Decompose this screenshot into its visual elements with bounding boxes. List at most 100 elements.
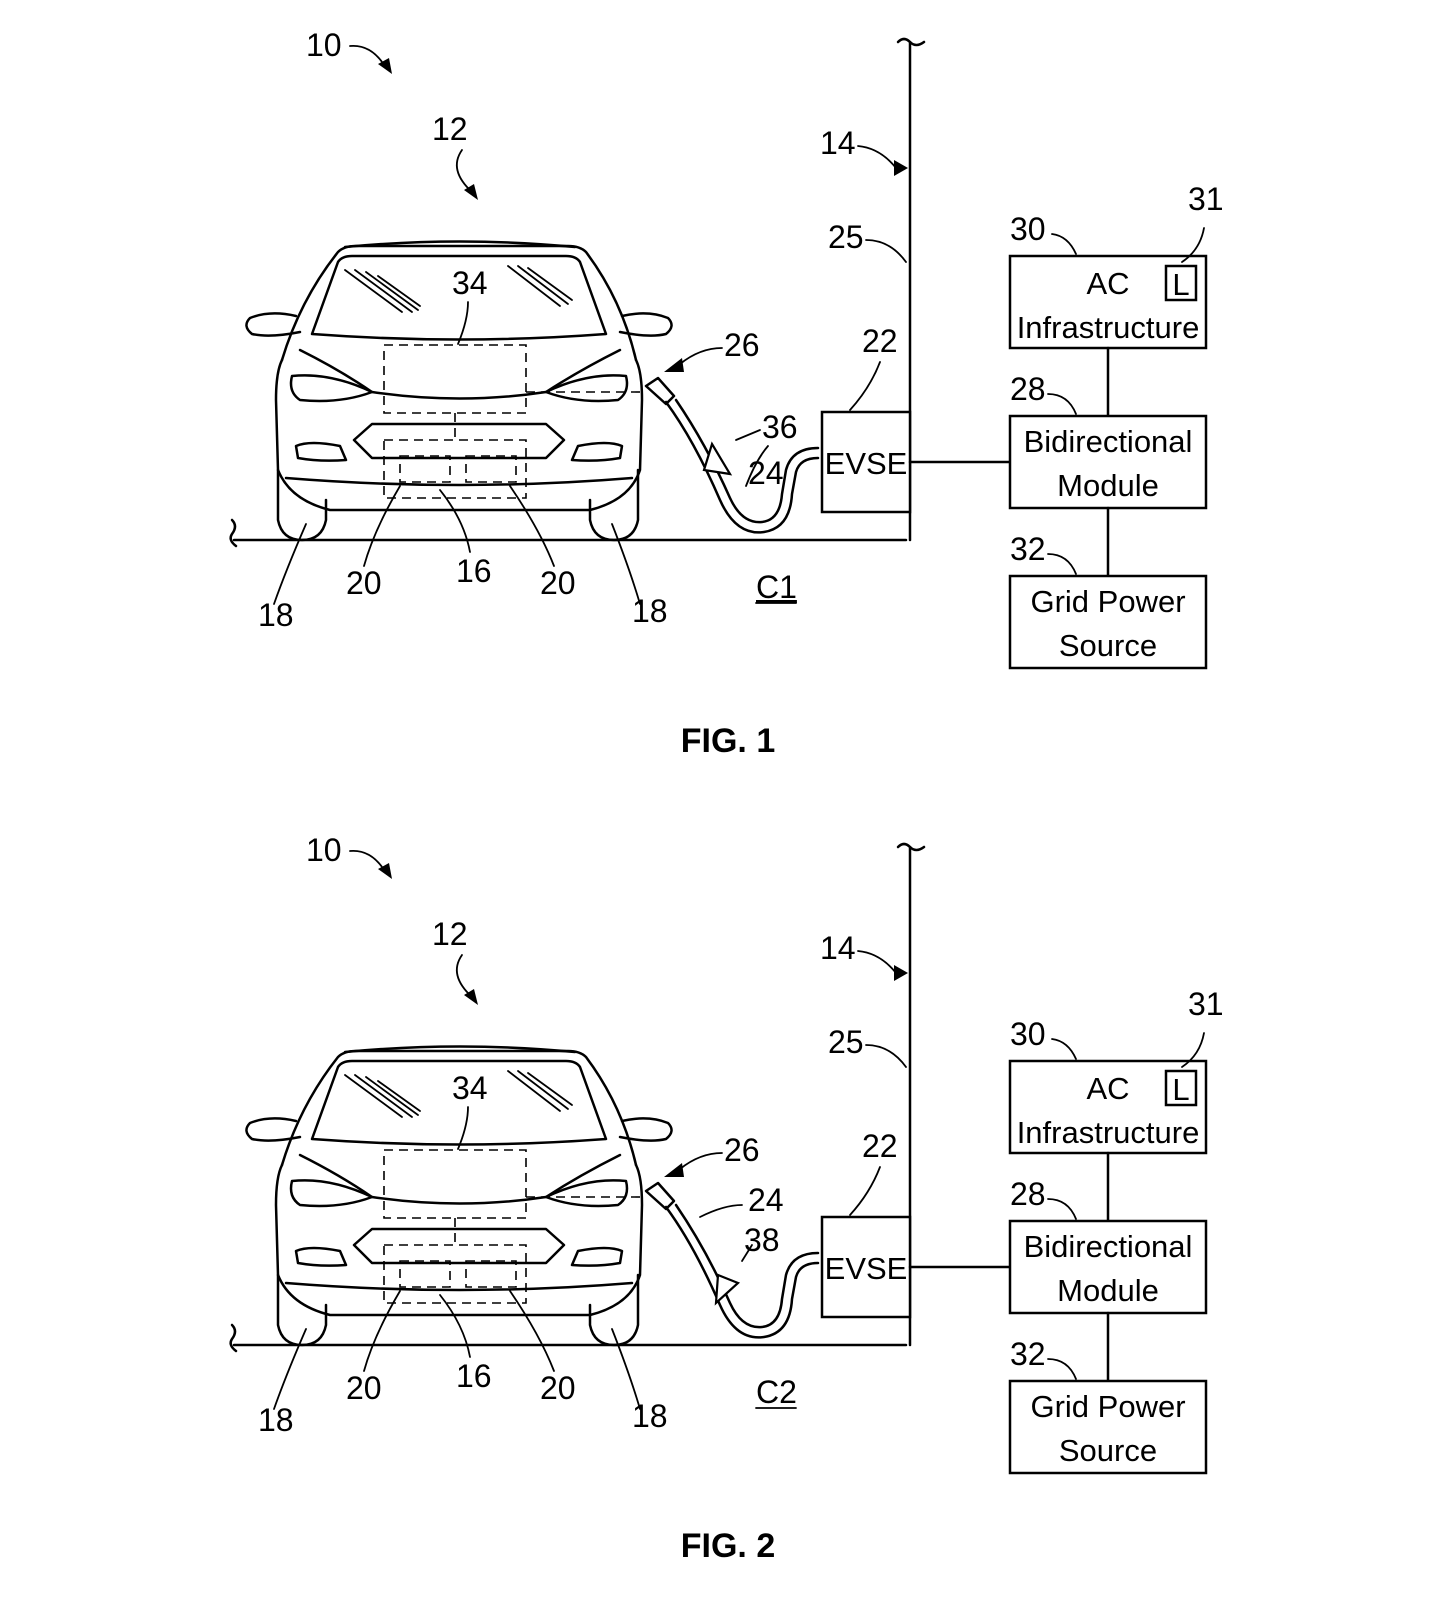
- bidir-label-line1: Bidirectional: [1024, 1229, 1193, 1264]
- wheel-right: [588, 468, 640, 542]
- vehicle-drawing: [229, 1045, 908, 1353]
- bidir-label-line2: Module: [1057, 468, 1159, 503]
- mirror-right: [618, 312, 673, 337]
- charge-cable: [664, 1205, 820, 1339]
- ref-line: 25: [828, 219, 864, 255]
- hood-line: [298, 348, 622, 400]
- foglight-left: [294, 441, 348, 462]
- ref-bidirectional: 28: [1010, 1176, 1046, 1212]
- flow-arrow: [714, 1273, 741, 1306]
- battery-cell-right: [465, 1260, 517, 1288]
- ref-grid: 14: [820, 125, 856, 161]
- ac-label-line2: Infrastructure: [1017, 1115, 1200, 1150]
- battery-pack-box: [383, 1244, 527, 1304]
- ref-flow: 38: [744, 1222, 780, 1258]
- ref-system: 10: [306, 832, 342, 868]
- grid-label-line1: Grid Power: [1030, 1389, 1185, 1424]
- grid-break-mark: [896, 37, 926, 47]
- load-box: [1164, 1069, 1198, 1107]
- mirror-left: [245, 1117, 302, 1142]
- windshield: [310, 254, 608, 341]
- ref-evse: 22: [862, 1128, 898, 1164]
- charge-cable-inner: [674, 1203, 820, 1329]
- ref-battery: 16: [456, 553, 492, 589]
- ref-battery: 16: [456, 1358, 492, 1394]
- evse-label: EVSE: [825, 1251, 908, 1286]
- load-label: L: [1172, 267, 1189, 302]
- figure-1: EVSE AC Infrastructure L Bidirectional M…: [229, 27, 1224, 760]
- ground-break-mark: [229, 518, 238, 548]
- vehicle-drawing: [229, 240, 908, 548]
- ref-line: 25: [828, 1024, 864, 1060]
- grid-label-line2: Source: [1059, 628, 1157, 663]
- windshield: [310, 1059, 608, 1146]
- grid-break-mark: [896, 842, 926, 852]
- circuit-label: C2: [756, 1374, 797, 1410]
- ref-controller: 34: [452, 1070, 488, 1106]
- battery-pack-box: [383, 439, 527, 499]
- ref-wheel-left: 18: [258, 597, 294, 633]
- figure-caption: FIG. 1: [681, 722, 775, 760]
- ref-port: 26: [724, 327, 760, 363]
- mirror-right: [618, 1117, 673, 1142]
- evse-box: [820, 1215, 912, 1319]
- ref-load: 31: [1188, 181, 1224, 217]
- ref-vehicle: 12: [432, 111, 468, 147]
- ref-port: 26: [724, 1132, 760, 1168]
- ground-break-mark: [229, 1323, 238, 1353]
- headlight-left: [289, 374, 374, 403]
- ref-vehicle: 12: [432, 916, 468, 952]
- hidden-components: [383, 344, 640, 499]
- ac-label-line2: Infrastructure: [1017, 310, 1200, 345]
- ref-ac: 30: [1010, 1016, 1046, 1052]
- roof-line: [343, 240, 577, 249]
- grid-power-source-box: [1008, 1379, 1208, 1475]
- ref-wheel-right: 18: [632, 593, 668, 629]
- wheel-right: [588, 1273, 640, 1347]
- headlight-right: [544, 374, 629, 403]
- foglight-right: [570, 1246, 624, 1267]
- ref-cell-left: 20: [346, 1370, 382, 1406]
- charge-cable: [664, 400, 820, 534]
- ac-label-line1: AC: [1086, 1071, 1129, 1106]
- ref-controller: 34: [452, 265, 488, 301]
- figure-caption: FIG. 2: [681, 1527, 775, 1565]
- windshield-reflection: [344, 1070, 573, 1118]
- hidden-components: [383, 1149, 640, 1304]
- bumper: [284, 1281, 634, 1292]
- flow-arrow: [702, 441, 733, 476]
- grid-label-line2: Source: [1059, 1433, 1157, 1468]
- ref-cable: 24: [748, 1182, 784, 1218]
- battery-cell-left: [399, 455, 451, 483]
- bumper: [284, 476, 634, 487]
- grid-power-source-box: [1008, 574, 1208, 670]
- foglight-right: [570, 441, 624, 462]
- ref-grid-power: 32: [1010, 1336, 1046, 1372]
- ref-wheel-right: 18: [632, 1398, 668, 1434]
- bidirectional-module-box: [1008, 414, 1208, 510]
- ref-grid: 14: [820, 930, 856, 966]
- ref-evse: 22: [862, 323, 898, 359]
- ref-ac: 30: [1010, 211, 1046, 247]
- bidir-label-line2: Module: [1057, 1273, 1159, 1308]
- grille: [352, 422, 566, 460]
- leader-lines: [273, 45, 1205, 605]
- windshield-reflection: [344, 265, 573, 313]
- ref-cell-right: 20: [540, 1370, 576, 1406]
- charge-connector: [644, 1181, 820, 1339]
- ref-cell-left: 20: [346, 565, 382, 601]
- mirror-left: [245, 312, 302, 337]
- controller-box: [383, 344, 527, 414]
- grid-label-line1: Grid Power: [1030, 584, 1185, 619]
- ac-label-line1: AC: [1086, 266, 1129, 301]
- load-box: [1164, 264, 1198, 302]
- headlight-left: [289, 1179, 374, 1208]
- ref-load: 31: [1188, 986, 1224, 1022]
- controller-box: [383, 1149, 527, 1219]
- hood-line: [298, 1153, 622, 1205]
- roof-line: [343, 1045, 577, 1054]
- bidirectional-module-box: [1008, 1219, 1208, 1315]
- bidir-label-line1: Bidirectional: [1024, 424, 1193, 459]
- battery-cell-left: [399, 1260, 451, 1288]
- ref-system: 10: [306, 27, 342, 63]
